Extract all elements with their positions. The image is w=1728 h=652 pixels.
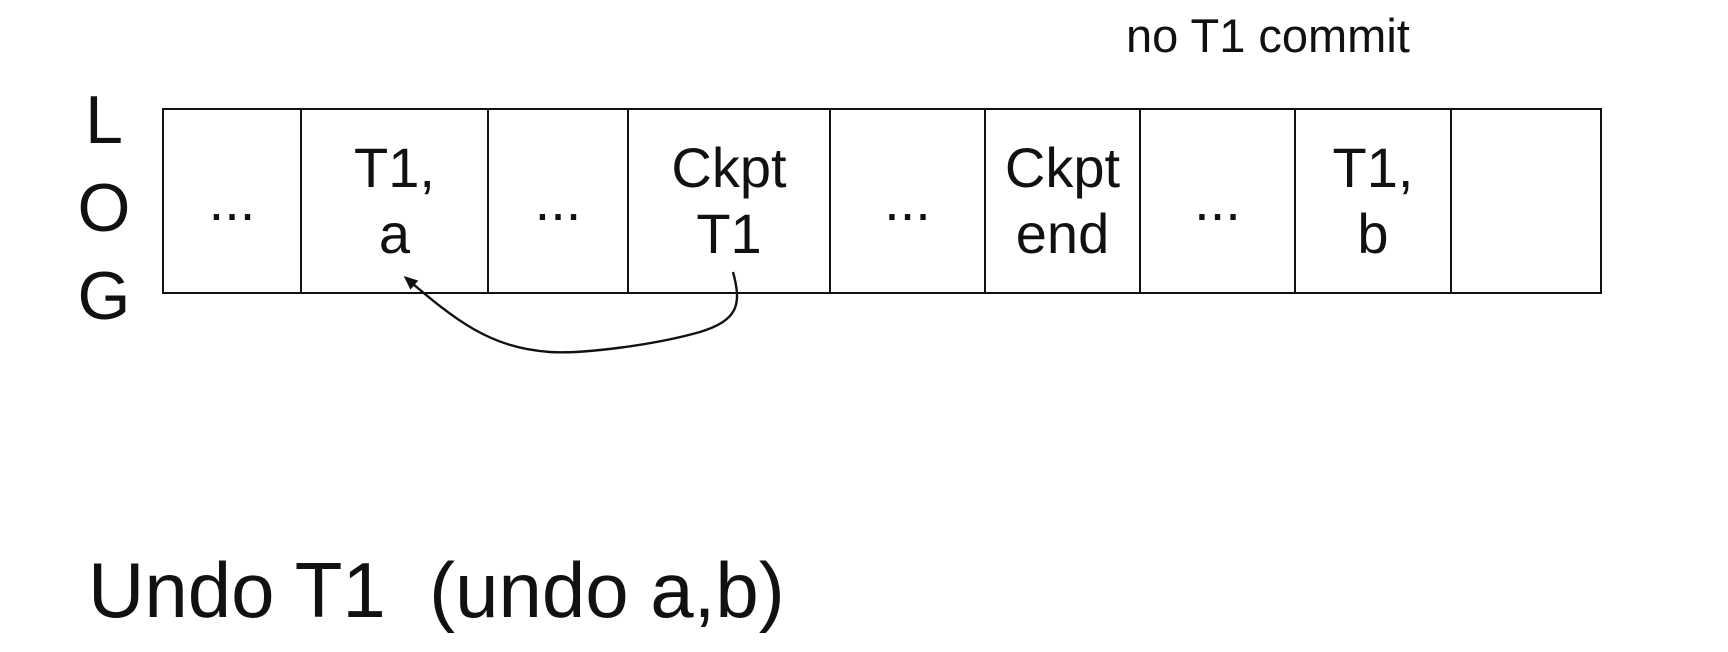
log-cell-t1-b: T1, b (1296, 110, 1452, 292)
log-cell-ellipsis: ... (1141, 110, 1296, 292)
log-cell-label: T1, b (1332, 136, 1414, 265)
log-label: L O G (74, 76, 134, 340)
log-cell-label: ... (884, 169, 931, 232)
log-cell-empty (1452, 110, 1600, 292)
log-cell-label: ... (534, 169, 582, 232)
log-cell-label: Ckpt end (1004, 136, 1121, 265)
log-label-letter: G (77, 258, 131, 334)
log-cell-label: ... (208, 169, 256, 232)
log-cell-label: ... (1194, 169, 1241, 232)
log-cell-ellipsis: ... (831, 110, 986, 292)
log-cell-label: T1, a (354, 136, 435, 265)
no-commit-note: no T1 commit (1126, 9, 1410, 62)
undo-caption: Undo T1 (undo a,b) (88, 546, 785, 634)
log-cell-ckpt-t1: Ckpt T1 (629, 110, 831, 292)
log-cell-ellipsis: ... (489, 110, 629, 292)
log-cell-label: Ckpt T1 (671, 136, 787, 265)
log-cell-t1-a: T1, a (302, 110, 489, 292)
log-strip: ... T1, a ... Ckpt T1 ... Ckpt end ... T… (162, 108, 1602, 294)
log-label-letter: L (85, 82, 123, 158)
log-cell-ellipsis: ... (164, 110, 302, 292)
log-label-letter: O (77, 170, 131, 246)
log-cell-ckpt-end: Ckpt end (986, 110, 1141, 292)
